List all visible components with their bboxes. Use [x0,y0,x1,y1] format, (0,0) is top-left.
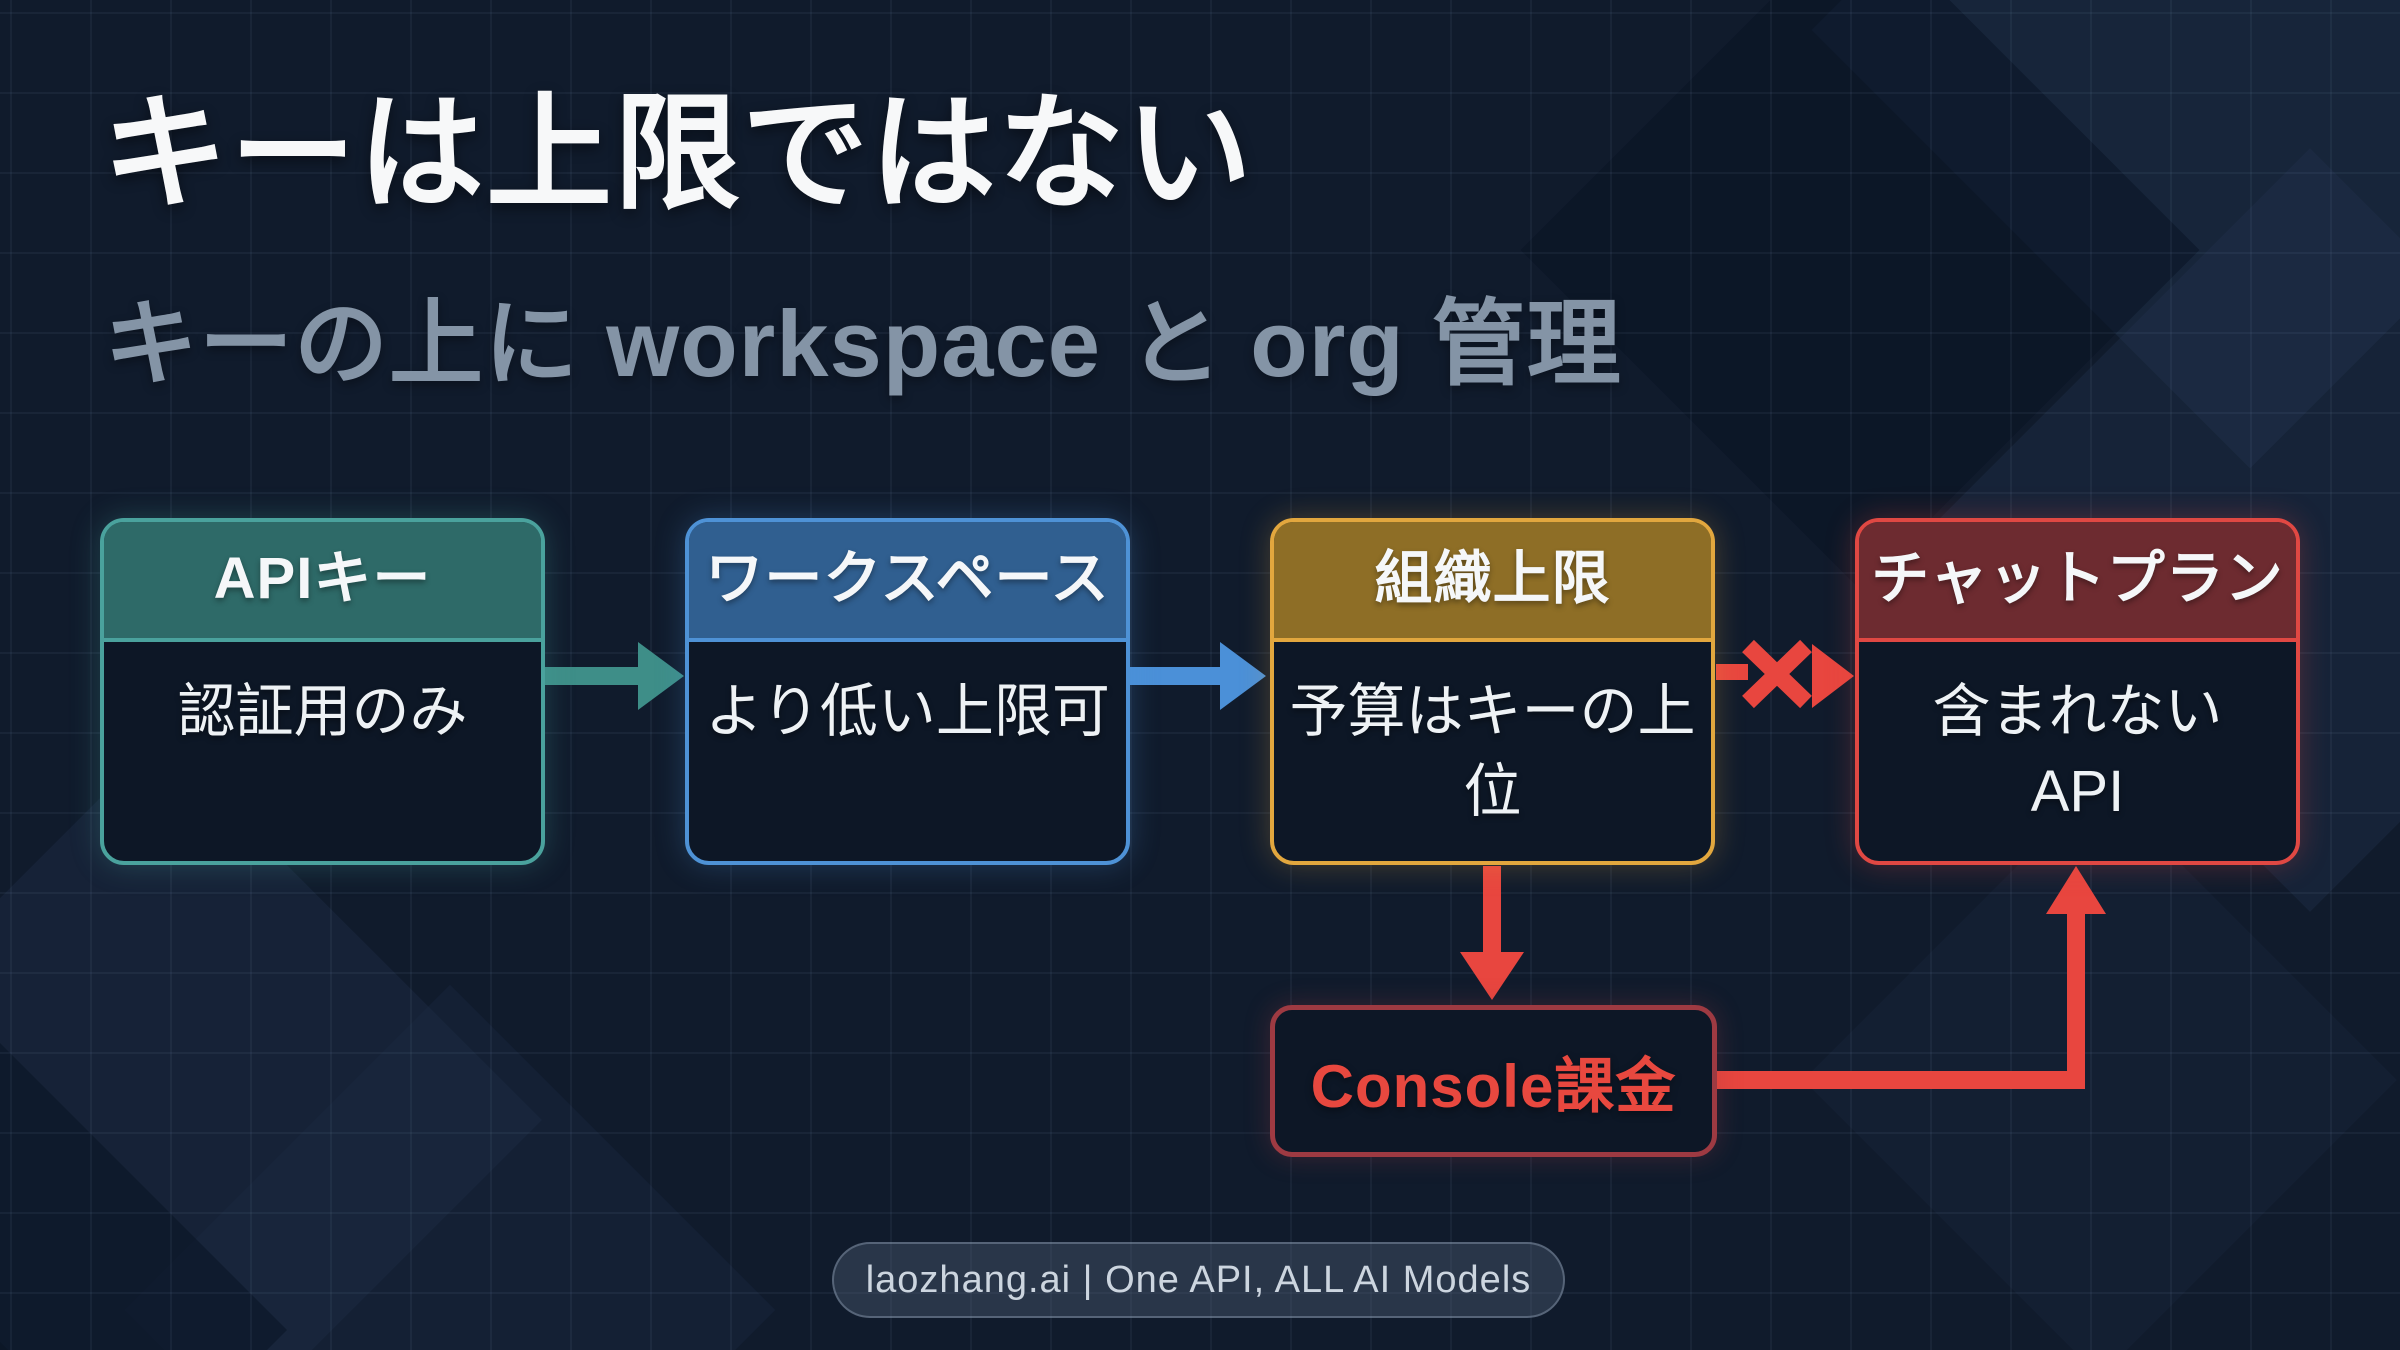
node-api-key: APIキー 認証用のみ [100,518,545,865]
node-api-key-body: 認証用のみ [177,679,468,744]
bg-diamond [124,984,776,1350]
node-org-limit-title: 組織上限 [1274,522,1711,642]
node-org-limit-body: 予算はキーの上 位 [1289,679,1696,825]
node-api-key-title: APIキー [104,522,541,642]
footer-badge: laozhang.ai | One API, ALL AI Models [832,1242,1565,1318]
node-chat-plan-body: 含まれない API [1932,679,2223,825]
node-workspace: ワークスペース より低い上限可 [685,518,1130,865]
node-org-limit: 組織上限 予算はキーの上 位 [1270,518,1715,865]
node-workspace-title: ワークスペース [689,522,1126,642]
bg-diamond [0,1033,287,1350]
bg-diamond [0,738,542,1350]
slide-subtitle: キーの上に workspace と org 管理 [104,291,1622,396]
node-console-billing: Console課金 [1270,1005,1717,1157]
footer-text: laozhang.ai | One API, ALL AI Models [865,1258,1532,1301]
node-console-billing-label: Console課金 [1310,1052,1677,1120]
node-workspace-body: より低い上限可 [705,679,1110,744]
node-chat-plan: チャットプラン 含まれない API [1855,518,2300,865]
node-chat-plan-title: チャットプラン [1859,522,2296,642]
slide-title: キーは上限ではない [102,83,1254,224]
